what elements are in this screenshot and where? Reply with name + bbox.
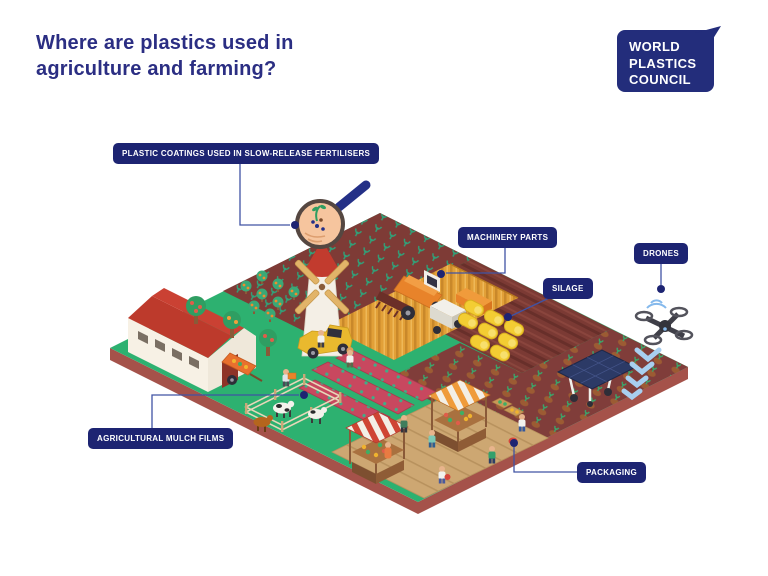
barn	[128, 288, 256, 392]
solar-robot	[556, 349, 638, 407]
corn-field	[326, 263, 519, 360]
page-title: Where are plastics used in agriculture a…	[36, 32, 294, 80]
logo-line-2: PLASTICS	[629, 55, 697, 71]
label-machinery-parts: MACHINERY PARTS	[458, 227, 558, 248]
orchard-trees	[240, 270, 300, 322]
label-fertiliser-coatings: PLASTIC COATINGS USED IN SLOW-RELEASE FE…	[113, 143, 380, 164]
connector-lines	[151, 164, 662, 473]
logo-line-3: COUNCIL	[629, 72, 692, 87]
drone-icon	[621, 299, 694, 401]
fruit-trees	[186, 296, 277, 356]
logo-line-1: WORLD	[629, 39, 681, 54]
cart-icon	[221, 352, 263, 385]
cows	[253, 400, 327, 432]
label-packaging: PACKAGING	[577, 462, 646, 483]
silage-bales	[457, 299, 525, 362]
label-mulch-films: AGRICULTURAL MULCH FILMS	[88, 428, 234, 449]
fertiliser-field	[223, 213, 472, 337]
world-plastics-council-logo: WORLD PLASTICS COUNCIL	[617, 26, 721, 92]
connector-dots	[291, 221, 665, 447]
pickup-truck-icon	[297, 324, 353, 359]
produce-crates	[491, 397, 525, 417]
label-drones: DRONES	[634, 243, 689, 264]
label-silage: SILAGE	[543, 278, 593, 299]
people	[282, 330, 526, 484]
market-stall-orange	[427, 379, 491, 452]
logo-tail	[695, 26, 721, 50]
